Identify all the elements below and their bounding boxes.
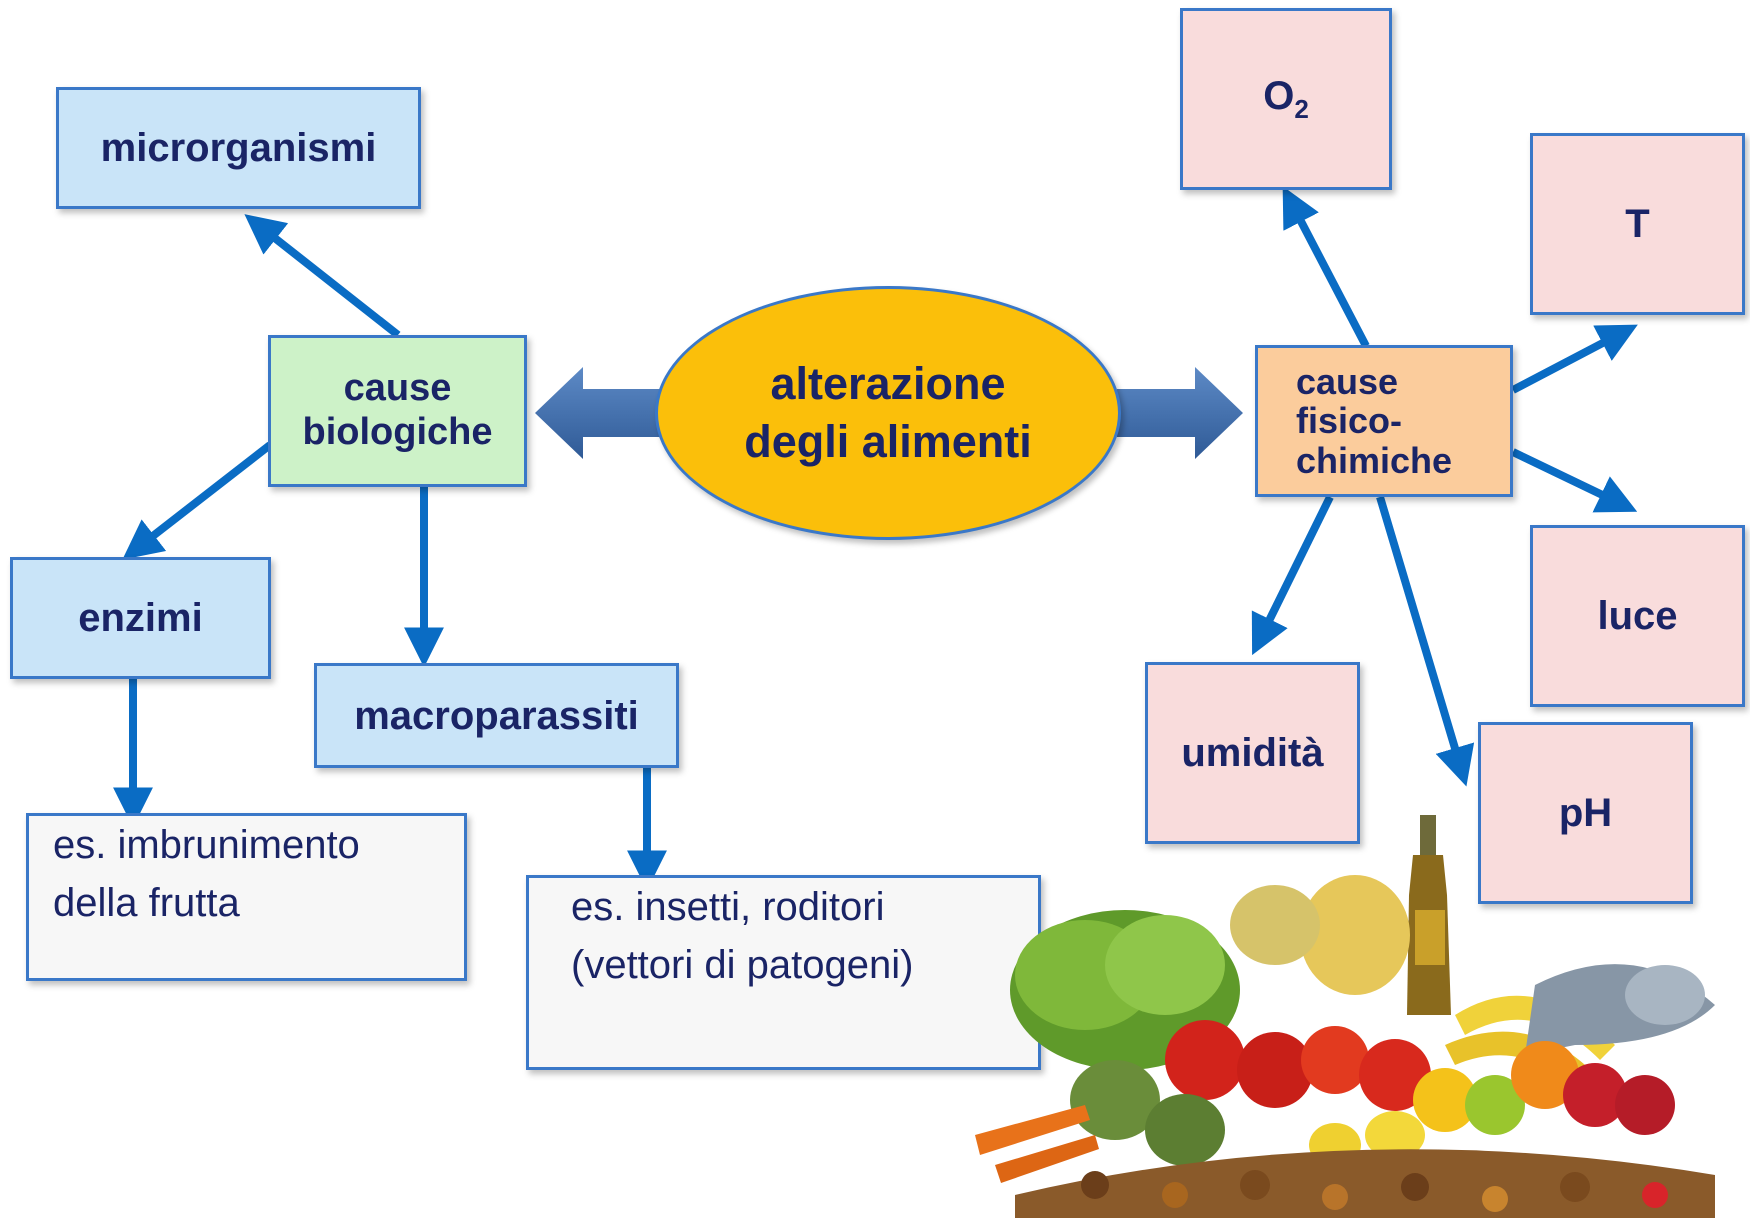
food-still-life-illustration <box>975 815 1715 1218</box>
physicochemical-causes-line2: fisico- <box>1296 400 1403 442</box>
temperature-label: T <box>1625 202 1650 246</box>
biological-causes-line2: biologiche <box>302 411 493 453</box>
enzyme-example-line1: es. imbrunimento <box>53 823 360 867</box>
arrow-to-o2 <box>1282 186 1370 348</box>
enzyme-example-box: es. imbrunimento della frutta <box>26 813 467 981</box>
microrganismi-box: microrganismi <box>56 87 421 209</box>
ph-box: pH <box>1478 722 1693 904</box>
arrow-to-enzimi <box>122 441 273 560</box>
macroparasite-example-box: es. insetti, roditori (vettori di patoge… <box>526 875 1041 1070</box>
physicochemical-causes-box: cause fisico- chimiche <box>1255 345 1513 497</box>
microrganismi-label: microrganismi <box>100 126 377 170</box>
central-topic-ellipse: alterazione degli alimenti <box>655 286 1121 540</box>
block-arrow-right <box>1117 367 1243 459</box>
central-topic-line1: alterazione <box>770 358 1006 410</box>
physicochemical-causes-line1: cause <box>1296 360 1399 402</box>
oxygen-label: O2 <box>1263 73 1309 125</box>
arrow-to-luce <box>1511 448 1638 513</box>
macroparasite-example-line1: es. insetti, roditori <box>571 885 885 929</box>
enzimi-box: enzimi <box>10 557 271 679</box>
light-box: luce <box>1530 525 1745 707</box>
arrow-to-microrganismi <box>244 214 401 339</box>
oxygen-symbol: O <box>1263 74 1295 119</box>
biological-causes-box: cause biologiche <box>268 335 527 487</box>
macroparasite-example-line2: (vettori di patogeni) <box>571 943 914 987</box>
oxygen-box: O2 <box>1180 8 1392 190</box>
temperature-box: T <box>1530 133 1745 315</box>
arrow-to-t <box>1511 324 1638 394</box>
block-arrow-left <box>535 367 660 459</box>
humidity-label: umidità <box>1181 731 1324 775</box>
macroparassiti-box: macroparassiti <box>314 663 679 768</box>
ph-label: pH <box>1558 791 1613 835</box>
arrow-to-ph <box>1376 495 1475 787</box>
enzimi-label: enzimi <box>78 596 203 640</box>
biological-causes-line1: cause <box>343 367 452 410</box>
light-label: luce <box>1597 594 1678 638</box>
macroparassiti-label: macroparassiti <box>354 693 639 738</box>
humidity-box: umidità <box>1145 662 1360 844</box>
arrow-to-umidita <box>1251 495 1334 656</box>
oxygen-subscript: 2 <box>1294 94 1309 125</box>
central-topic-line2: degli alimenti <box>744 416 1032 467</box>
enzyme-example-line2: della frutta <box>53 881 240 925</box>
physicochemical-causes-line3: chimiche <box>1296 439 1453 481</box>
